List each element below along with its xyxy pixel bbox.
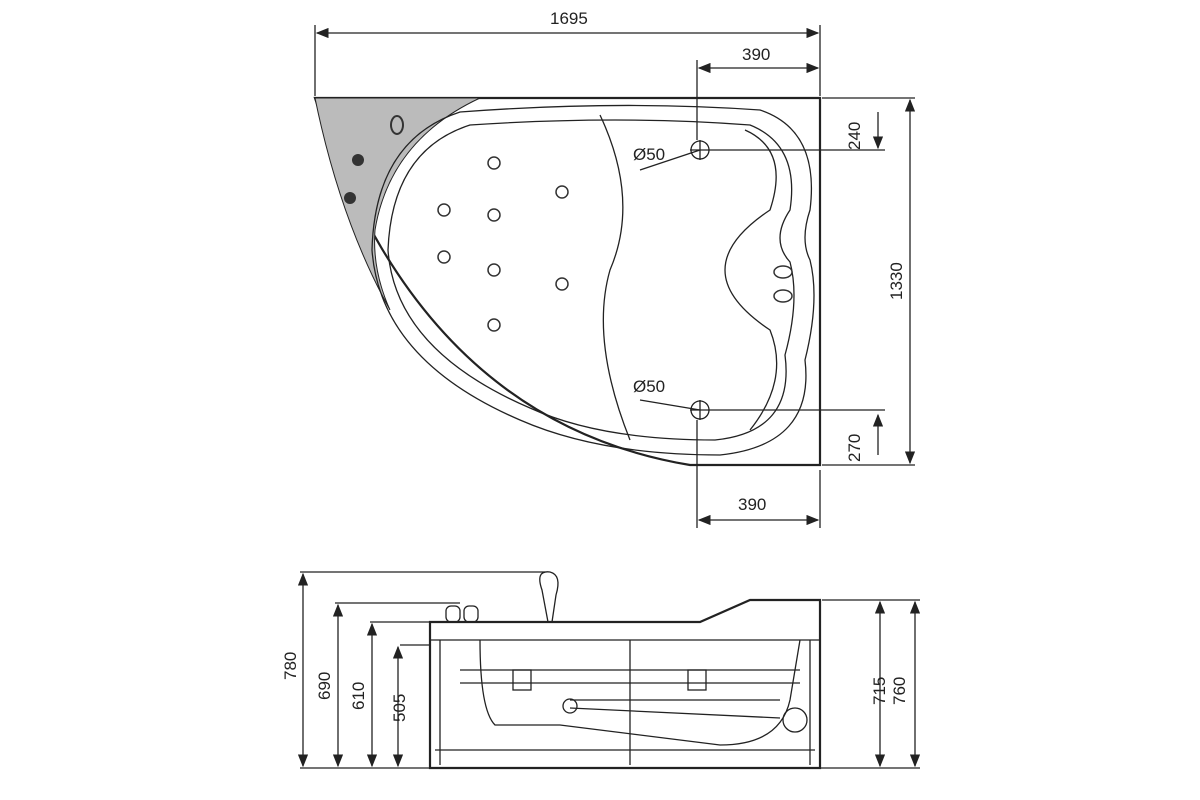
granite-panel — [314, 97, 481, 311]
dim-height-headrest: 780 — [281, 652, 300, 680]
dim-overall-width: 1330 — [887, 262, 906, 300]
dim-drain-offset-top: 390 — [742, 45, 770, 64]
dim-drain-from-top: 240 — [845, 122, 864, 150]
jets — [344, 115, 793, 332]
top-view: Ø50 Ø50 1695 390 390 1330 240 270 — [313, 9, 916, 528]
pipes — [460, 669, 800, 719]
pump-icon — [782, 707, 808, 733]
basin-rim — [371, 104, 815, 456]
dim-height-right-total: 760 — [890, 677, 909, 705]
dim-overall-length: 1695 — [550, 9, 588, 28]
seat-shape — [724, 129, 778, 431]
basin-inner — [387, 119, 795, 441]
taps — [445, 605, 479, 623]
headrest — [539, 571, 559, 623]
tub-rim-side — [428, 598, 822, 770]
dim-height-rim: 610 — [349, 682, 368, 710]
dim-height-frame: 505 — [390, 694, 409, 722]
drain-diameter-top: Ø50 — [633, 145, 665, 164]
side-view: 780 690 610 505 715 760 — [281, 571, 921, 770]
backrest-curve — [599, 114, 631, 441]
drain-diameter-bottom: Ø50 — [633, 377, 665, 396]
tub-basin-side — [479, 639, 801, 746]
dim-height-right-rim: 715 — [870, 677, 889, 705]
dim-drain-from-bottom: 270 — [845, 434, 864, 462]
dim-height-taps: 690 — [315, 672, 334, 700]
dim-drain-offset-bottom: 390 — [738, 495, 766, 514]
